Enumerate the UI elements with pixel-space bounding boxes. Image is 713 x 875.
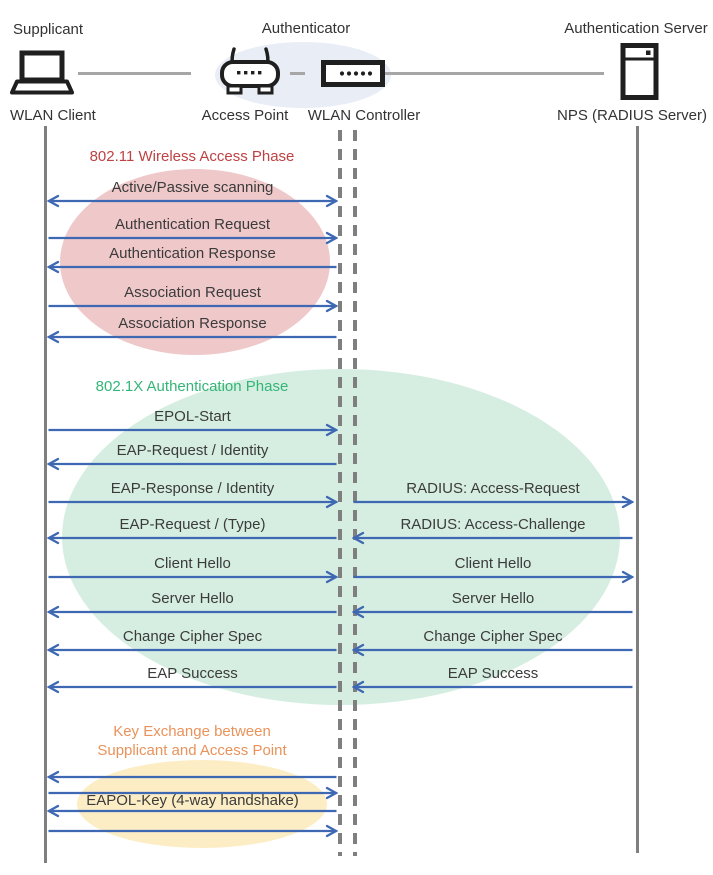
message-arrow-right: [352, 494, 635, 510]
message-label: EAPOL-Key (4-way handshake): [86, 792, 299, 809]
access-point-icon: [220, 47, 280, 95]
wlan-controller-icon: [321, 60, 385, 87]
message-arrow-left: [46, 259, 338, 275]
message-label: Association Request: [124, 284, 261, 301]
role-label-authentication-server: Authentication Server: [564, 20, 708, 37]
phase3-ellipse: [77, 760, 327, 848]
message-label: EAP-Request / Identity: [116, 442, 269, 459]
message-arrow-right: [47, 422, 339, 438]
message-arrow-left: [46, 604, 338, 620]
phase2-title: 802.1X Authentication Phase: [95, 378, 289, 395]
message-label: RADIUS: Access-Challenge: [400, 516, 586, 533]
laptop-icon: [10, 50, 74, 95]
message-arrow-left: [46, 530, 338, 546]
message-arrow-left: [351, 642, 634, 658]
message-label: EAP Success: [147, 665, 238, 682]
message-label: RADIUS: Access-Request: [406, 480, 580, 497]
message-arrow-right: [47, 785, 339, 801]
message-arrow-left: [46, 769, 338, 785]
connector-line: [78, 72, 191, 75]
message-arrow-right: [47, 230, 339, 246]
message-label: EPOL-Start: [154, 408, 231, 425]
message-arrow-left: [46, 803, 338, 819]
message-arrow-left: [351, 679, 634, 695]
phase3-title-line1: Key Exchange between: [113, 723, 271, 740]
phase1-title: 802.11 Wireless Access Phase: [89, 148, 295, 165]
message-arrow-left: [46, 679, 338, 695]
message-label: Change Cipher Spec: [423, 628, 563, 645]
lifeline-wlan-client: [44, 126, 47, 863]
message-label: Authentication Request: [114, 216, 271, 233]
message-label: EAP-Response / Identity: [110, 480, 275, 497]
message-arrow-right: [47, 494, 339, 510]
message-label: Active/Passive scanning: [111, 179, 274, 196]
message-label: Server Hello: [451, 590, 535, 607]
connector-line: [382, 72, 604, 75]
message-label: EAP-Request / (Type): [119, 516, 266, 533]
message-arrow-left: [351, 530, 634, 546]
message-label: Change Cipher Spec: [122, 628, 263, 645]
message-arrow-left: [46, 642, 338, 658]
message-arrow-right: [352, 569, 635, 585]
role-label-authenticator: Authenticator: [261, 20, 351, 37]
lifeline-authenticator-right: [353, 130, 357, 856]
message-label: Server Hello: [151, 590, 234, 607]
phase3-title-line2: Supplicant and Access Point: [97, 742, 287, 759]
message-label: Client Hello: [454, 555, 532, 572]
device-label-access-point: Access Point: [201, 107, 289, 124]
message-arrow-right: [47, 569, 339, 585]
message-arrow-right: [47, 298, 339, 314]
message-arrow-left: [46, 329, 338, 345]
message-label: Association Response: [118, 315, 267, 332]
lifeline-authenticator-left: [338, 130, 342, 856]
server-icon: [620, 43, 659, 100]
device-label-nps-radius-server: NPS (RADIUS Server): [556, 107, 708, 124]
role-label-supplicant: Supplicant: [13, 21, 84, 38]
message-label: EAP Success: [447, 665, 539, 682]
phase3-title: Key Exchange between Supplicant and Acce…: [52, 722, 332, 760]
device-label-wlan-client: WLAN Client: [10, 107, 96, 124]
device-label-wlan-controller: WLAN Controller: [307, 107, 421, 124]
message-label: Authentication Response: [109, 245, 276, 262]
message-label: Client Hello: [154, 555, 231, 572]
message-arrow-both: [46, 193, 339, 209]
message-arrow-left: [351, 604, 634, 620]
message-arrow-left: [46, 456, 338, 472]
message-arrow-right: [47, 823, 339, 839]
connector-line: [290, 72, 305, 75]
lifeline-radius-server: [636, 126, 639, 853]
